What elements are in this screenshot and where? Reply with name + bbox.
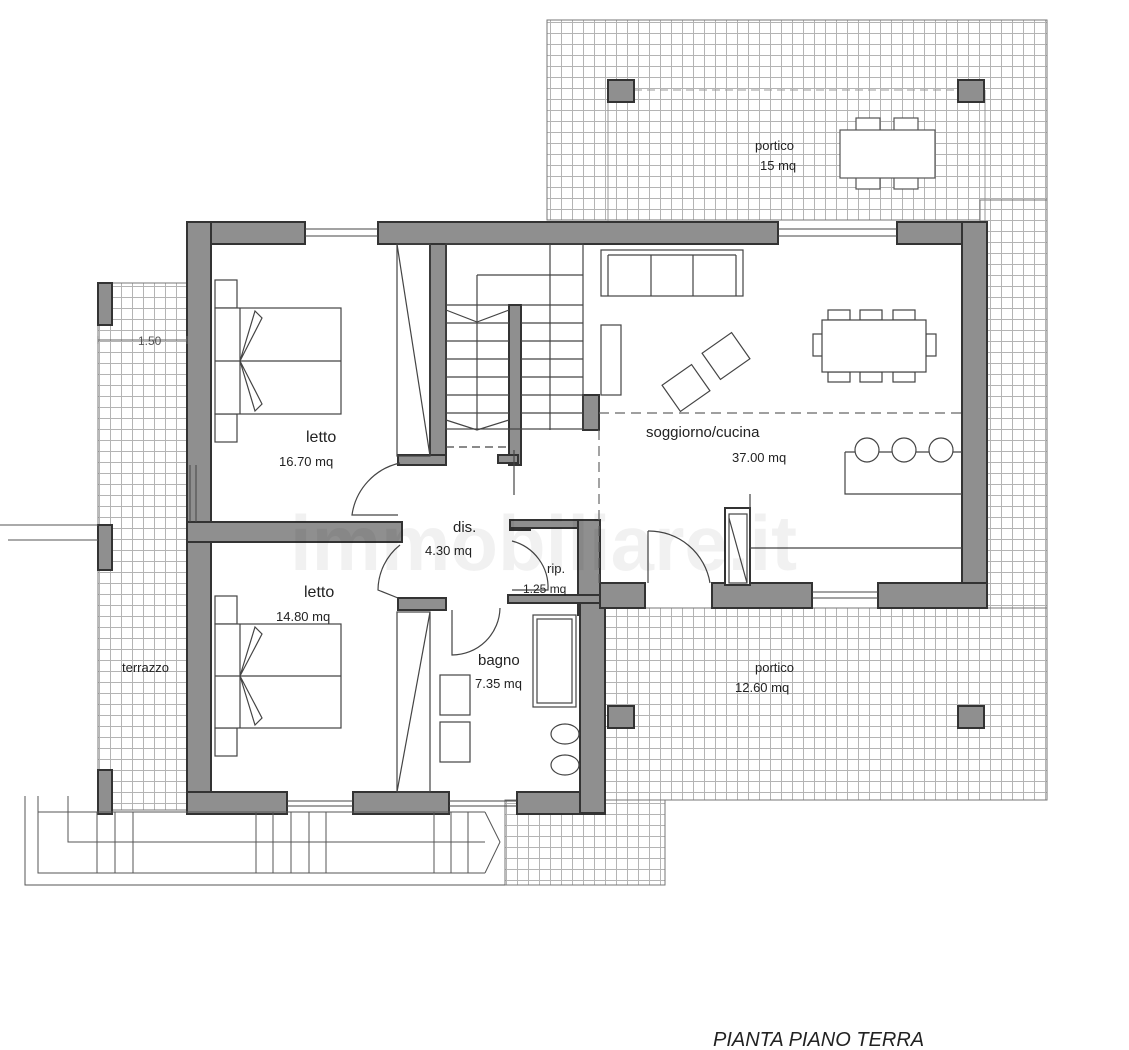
sofa [600, 249, 744, 396]
toilet [550, 754, 580, 776]
bidet [550, 723, 580, 745]
external-steps [0, 524, 505, 886]
room-name-letto-1: letto [306, 429, 336, 446]
kitchen-counter [749, 437, 962, 549]
room-name-portico-north: portico [755, 138, 794, 153]
room-area-letto-1: 16.70 mq [279, 454, 333, 469]
dining-table [812, 309, 937, 383]
room-area-bagno: 7.35 mq [475, 676, 522, 691]
wardrobe [396, 611, 431, 793]
sink [439, 674, 471, 716]
double-bed [214, 595, 342, 757]
armchairs [661, 331, 751, 413]
porch-table [839, 117, 936, 190]
dimension-label: 1.50 [138, 334, 162, 348]
room-area-soggiorno: 37.00 mq [732, 450, 786, 465]
room-name-letto-2: letto [304, 584, 334, 601]
walls [97, 79, 988, 815]
portico-south-area [504, 607, 1048, 886]
watermark: immobiliare.it [290, 499, 797, 587]
room-area-portico-south: 12.60 mq [735, 680, 789, 695]
doors [351, 462, 711, 656]
plan-title: PIANTA PIANO TERRA [713, 1029, 924, 1050]
room-name-soggiorno: soggiorno/cucina [646, 424, 760, 441]
kitchen-cabinet [728, 513, 748, 584]
room-area-rip: 1.25 mq [523, 582, 566, 596]
staircase [445, 243, 584, 430]
bathroom-fixtures [439, 614, 580, 776]
dimension-line [97, 336, 188, 344]
room-area-portico-north: 15 mq [760, 158, 796, 173]
sink [439, 721, 471, 763]
room-name-dis: dis. [453, 519, 476, 536]
room-name-bagno: bagno [478, 652, 520, 669]
room-labels: portico 15 mq letto 16.70 mq soggiorno/c… [122, 138, 796, 695]
double-bed [214, 279, 342, 443]
wardrobe [396, 243, 431, 457]
room-area-letto-2: 14.80 mq [276, 609, 330, 624]
room-name-portico-south: portico [755, 660, 794, 675]
room-name-terrazzo: terrazzo [122, 660, 169, 675]
windows [189, 228, 897, 807]
room-area-dis: 4.30 mq [425, 543, 472, 558]
room-name-rip: rip. [547, 561, 565, 576]
